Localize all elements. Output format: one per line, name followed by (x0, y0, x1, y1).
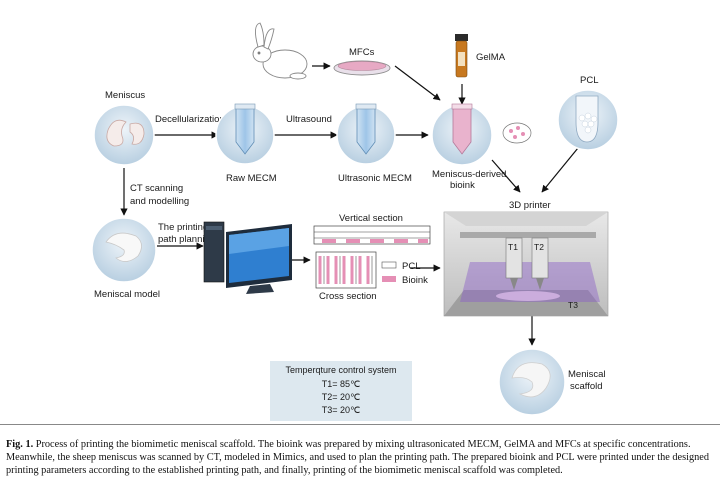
caption-divider (0, 424, 720, 425)
arrow-mfcs-to-bioink (394, 65, 441, 101)
printer-t2-label: T2 (534, 242, 544, 252)
legend-pcl-label: PCL (402, 261, 420, 272)
meniscal-scaffold-node (498, 348, 566, 416)
scaffold-label-line2: scaffold (570, 381, 603, 392)
ct-label-line1: CT scanning (130, 183, 183, 194)
computer-illustration (203, 221, 292, 294)
path-label-line2: path planning (158, 234, 215, 245)
meniscus-label: Meniscus (105, 90, 145, 101)
printer-illustration (443, 211, 609, 317)
printer-t3-label: T3 (568, 300, 578, 310)
process-diagram: Meniscus Decellularization Raw MECM Ultr… (91, 22, 619, 416)
ultrasonic-mecm-label: Ultrasonic MECM (338, 173, 412, 184)
printer-t1-label: T1 (508, 242, 518, 252)
mfcs-dish (333, 60, 391, 76)
meniscal-model-node (91, 217, 157, 283)
arrow-pcl-to-printer (541, 147, 579, 193)
gelma-vial (455, 34, 468, 78)
cross-section-graphic (315, 251, 377, 289)
raw-mecm-label: Raw MECM (226, 173, 277, 184)
ultrasonic-mecm-node (336, 103, 396, 165)
bioink-label-line1: Meniscus-derived (432, 169, 506, 180)
ct-label-line2: and modelling (130, 196, 189, 207)
rabbit-illustration (252, 22, 308, 80)
temperature-control-title: Temperqture control system (285, 365, 397, 375)
vertical-section-graphic (313, 225, 431, 245)
ultrasound-label: Ultrasound (286, 114, 332, 125)
gelma-label: GelMA (476, 52, 506, 63)
scaffold-label-line1: Meniscal (568, 369, 606, 380)
bioink-node (431, 103, 493, 166)
legend-bioink-label: Bioink (402, 275, 428, 286)
cross-section-label: Cross section (319, 291, 377, 302)
arrow-bioink-to-printer (491, 159, 521, 193)
raw-mecm-node (215, 103, 275, 165)
caption-text: Process of printing the biomimetic menis… (6, 439, 709, 476)
bioink-label-line2: bioink (450, 180, 475, 191)
vertical-section-label: Vertical section (339, 213, 403, 224)
temperature-control-box: Temperqture control system T1= 85℃ T2= 2… (270, 361, 412, 421)
legend (381, 261, 397, 282)
printer-label: 3D printer (509, 200, 551, 211)
pcl-top-label: PCL (580, 75, 598, 86)
caption-label: Fig. 1. (6, 439, 34, 450)
meniscus-node (93, 104, 155, 166)
meniscal-model-label: Meniscal model (94, 289, 160, 300)
figure-caption: Fig. 1. Process of printing the biomimet… (6, 438, 714, 477)
temperature-t3: T3= 20℃ (321, 405, 361, 415)
decellularization-label: Decellularization (155, 114, 225, 125)
temperature-t2: T2= 20℃ (321, 392, 361, 402)
path-label-line1: The printing (158, 222, 208, 233)
pcl-node (557, 89, 619, 151)
mfcs-label: MFCs (349, 47, 375, 58)
temperature-t1: T1= 85℃ (321, 379, 361, 389)
cell-inset (502, 122, 532, 144)
